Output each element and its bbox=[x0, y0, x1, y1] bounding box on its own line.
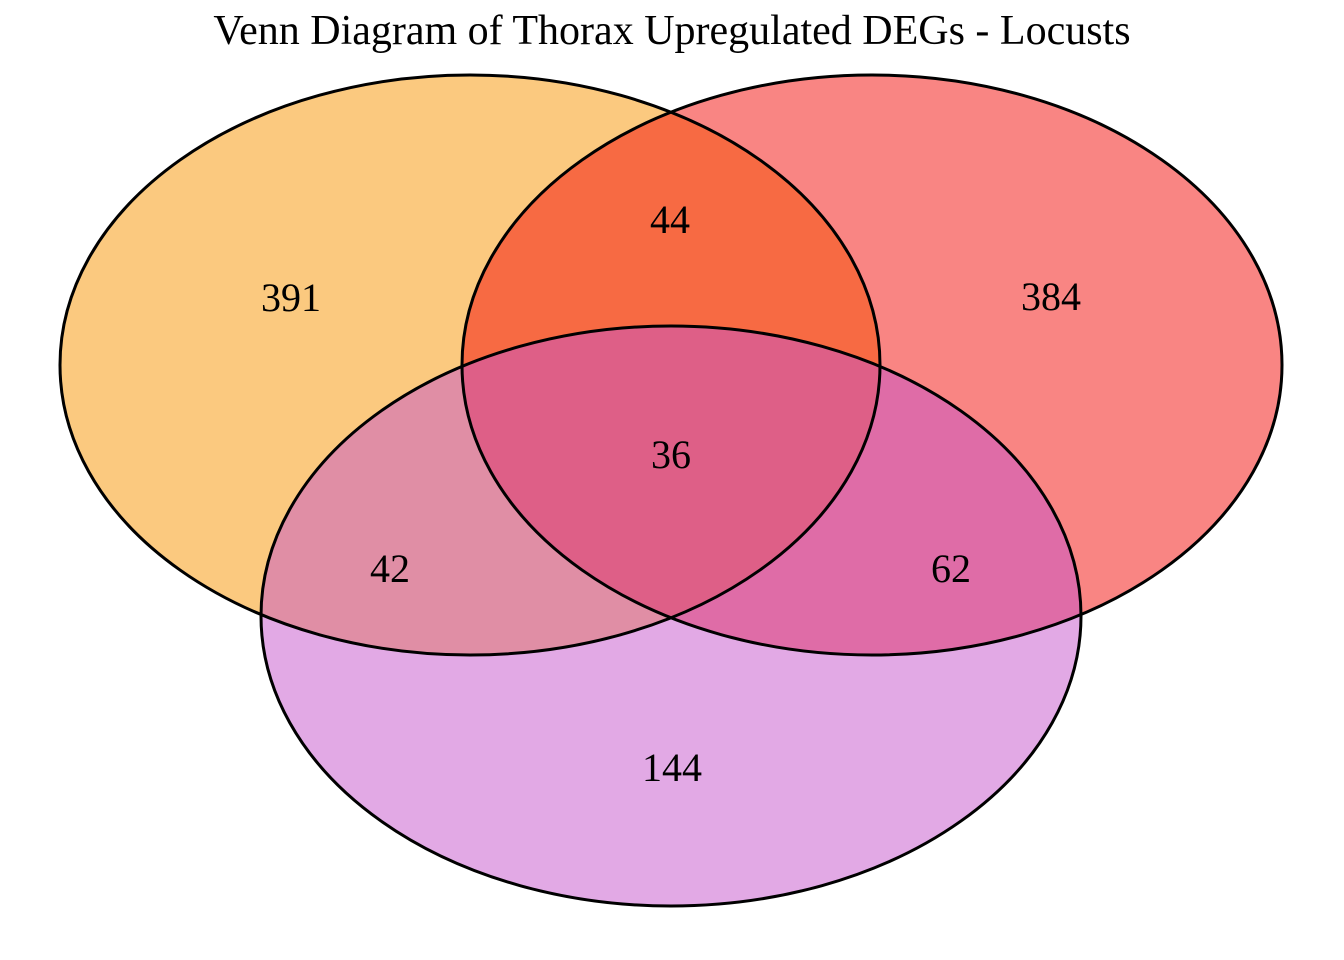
count-all-three-overlap: 36 bbox=[651, 432, 691, 477]
count-right-only: 384 bbox=[1021, 274, 1081, 319]
count-left-only: 391 bbox=[261, 275, 321, 320]
count-left-right-overlap: 44 bbox=[650, 197, 690, 242]
count-bottom-only: 144 bbox=[642, 745, 702, 790]
count-right-bottom-overlap: 62 bbox=[931, 546, 971, 591]
region-count-labels: 391 44 384 36 42 62 144 bbox=[261, 197, 1081, 790]
set-fills bbox=[60, 75, 1282, 906]
bottom-set-outline bbox=[259, 324, 1083, 908]
chart-title: Venn Diagram of Thorax Upregulated DEGs … bbox=[213, 8, 1130, 54]
bottom-set-fill bbox=[261, 326, 1081, 906]
count-left-bottom-overlap: 42 bbox=[370, 546, 410, 591]
set-outlines bbox=[58, 73, 1284, 908]
